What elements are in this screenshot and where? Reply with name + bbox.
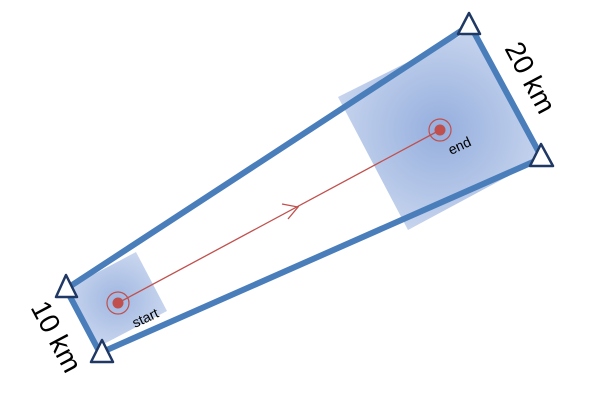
corner-triangle-icon [528, 142, 555, 168]
target-circle-icon [106, 291, 130, 315]
corner-triangle-icon [456, 11, 482, 36]
corner-triangle-icon [89, 338, 115, 364]
corner-triangle-icon [54, 273, 79, 299]
target-circle-icon [428, 118, 452, 142]
start-marker [106, 291, 130, 315]
end-marker [428, 118, 452, 142]
route-line [117, 129, 441, 304]
arrowhead-icon [281, 203, 300, 220]
